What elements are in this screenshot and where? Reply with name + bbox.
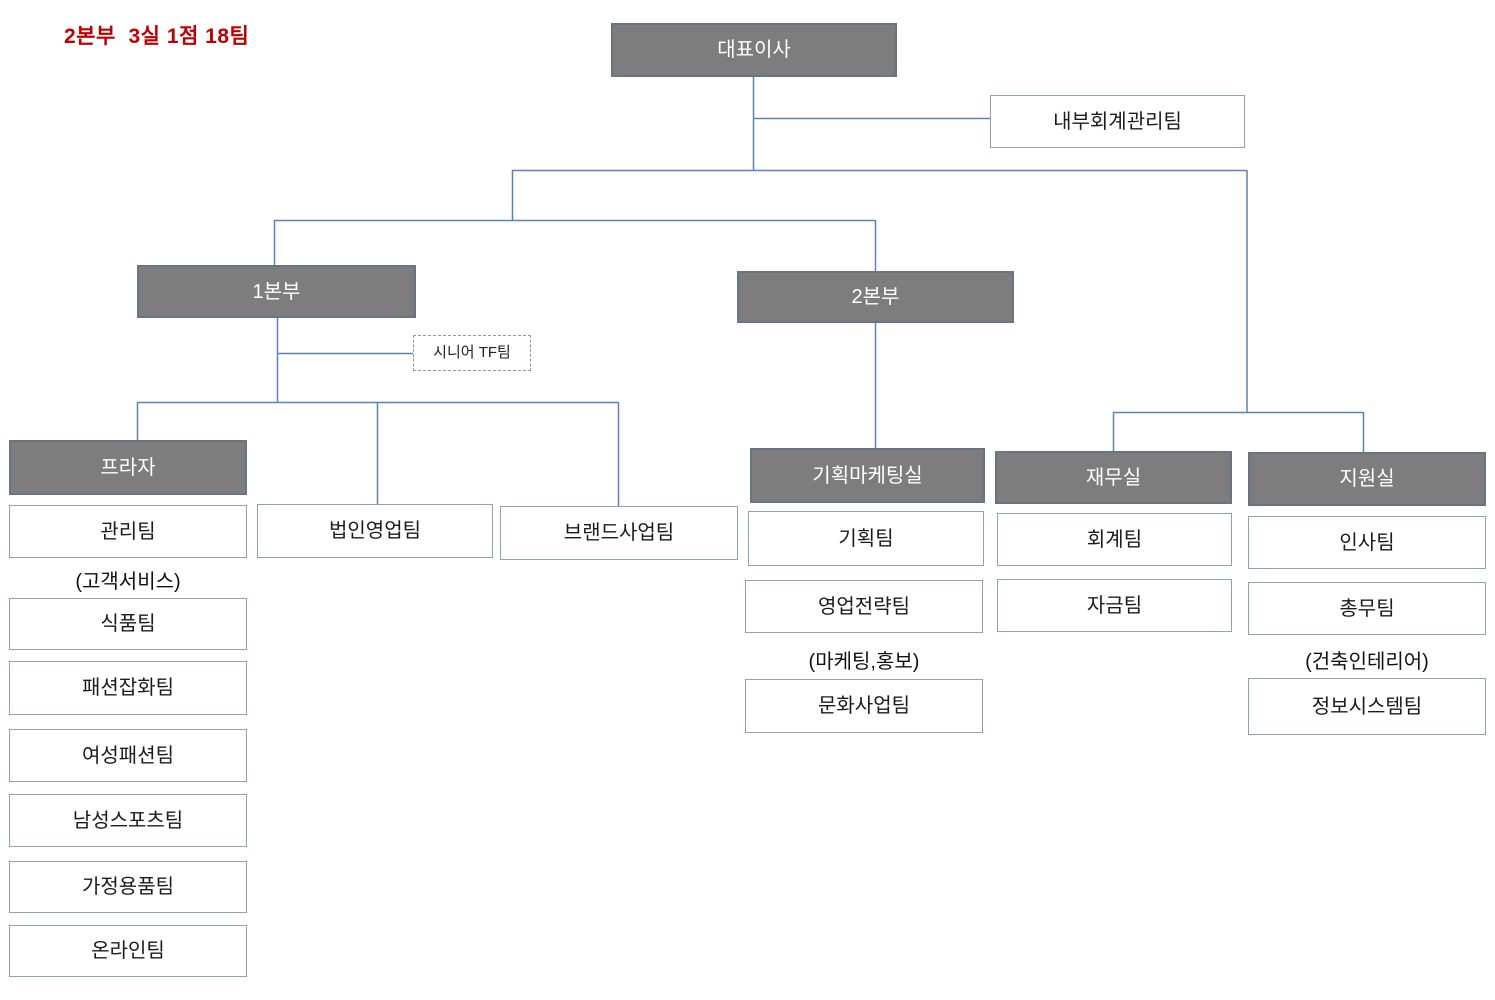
node-general-affairs-team: 총무팀 — [1248, 582, 1486, 635]
node-division1: 1본부 — [137, 265, 416, 318]
node-culture-business-team: 문화사업팀 — [745, 679, 983, 733]
node-planning-marketing-office: 기획마케팅실 — [750, 448, 985, 503]
node-food-team: 식품팀 — [9, 598, 247, 650]
node-womens-fashion-team: 여성패션팀 — [9, 729, 247, 782]
node-division2: 2본부 — [737, 271, 1014, 323]
node-plaza: 프라자 — [9, 440, 247, 495]
org-summary-label: 2본부 3실 1점 18팀 — [64, 25, 250, 48]
node-management-team: 관리팀 — [9, 505, 247, 558]
node-accounting-team: 회계팀 — [997, 513, 1232, 566]
node-brand-business-team: 브랜드사업팀 — [500, 506, 738, 560]
node-household-goods-team: 가정용품팀 — [9, 861, 247, 913]
node-fashion-goods-team: 패션잡화팀 — [9, 661, 247, 715]
node-support-office: 지원실 — [1248, 452, 1486, 506]
node-planning-team: 기획팀 — [748, 511, 984, 566]
note-customer-service: (고객서비스) — [75, 571, 181, 593]
node-mens-sports-team: 남성스포츠팀 — [9, 794, 247, 847]
node-online-team: 온라인팀 — [9, 925, 247, 977]
node-senior-tf-team: 시니어 TF팀 — [413, 335, 531, 371]
node-sales-strategy-team: 영업전략팀 — [745, 580, 983, 633]
node-internal-accounting-team: 내부회계관리팀 — [990, 95, 1245, 148]
node-finance-office: 재무실 — [995, 451, 1232, 504]
note-marketing-pr: (마케팅,홍보) — [808, 651, 920, 673]
node-info-systems-team: 정보시스템팀 — [1248, 678, 1486, 735]
node-corporate-sales-team: 법인영업팀 — [257, 504, 493, 558]
note-architecture-interior: (건축인테리어) — [1305, 651, 1429, 673]
node-treasury-team: 자금팀 — [997, 579, 1232, 632]
node-ceo: 대표이사 — [611, 23, 897, 77]
node-hr-team: 인사팀 — [1248, 516, 1486, 569]
